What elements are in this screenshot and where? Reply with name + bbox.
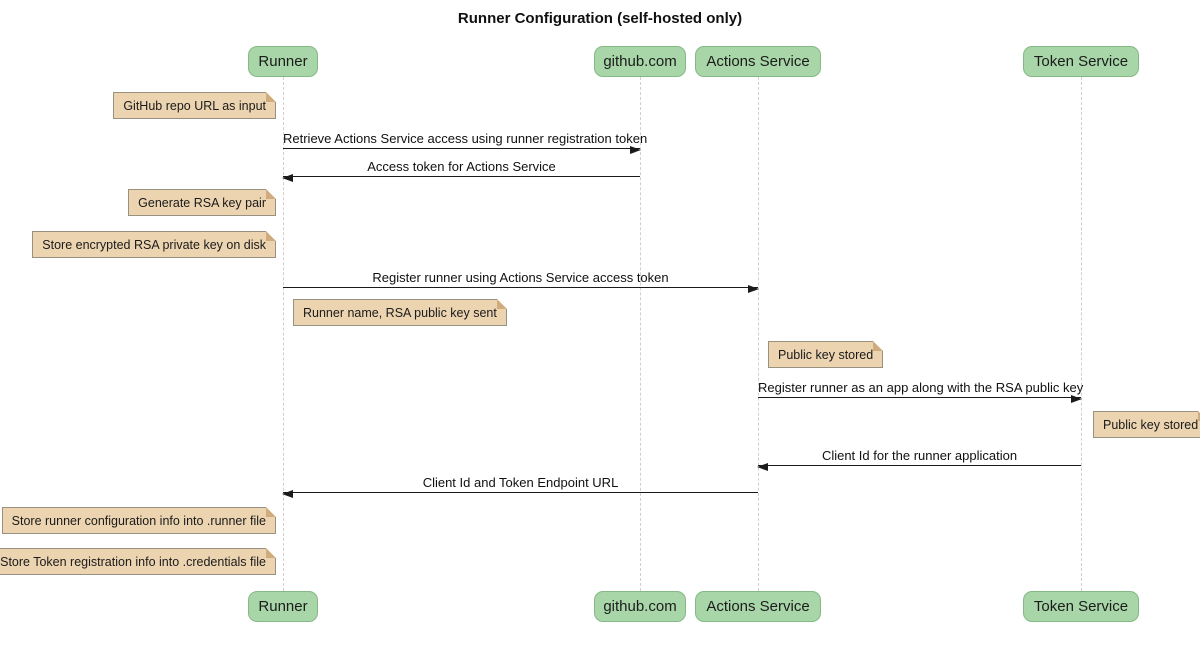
arrowhead-left-icon	[282, 173, 293, 182]
message-register-runner: Register runner using Actions Service ac…	[283, 270, 759, 293]
message-line	[283, 287, 758, 288]
participant-label: Actions Service	[706, 53, 810, 70]
lifeline-token-service	[1081, 77, 1082, 591]
lifeline-actions-service	[758, 77, 759, 591]
lifeline-runner	[283, 77, 284, 591]
note-store-rsa-key: Store encrypted RSA private key on disk	[32, 231, 276, 258]
note-github-repo-url: GitHub repo URL as input	[113, 92, 276, 119]
arrowhead-left-icon	[282, 489, 293, 498]
participant-label: Token Service	[1033, 53, 1129, 70]
note-public-key-stored-token: Public key stored	[1093, 411, 1200, 438]
arrowhead-right-icon	[1071, 394, 1082, 403]
participant-top-token-service: Token Service	[1023, 46, 1139, 77]
participant-label: Token Service	[1033, 598, 1129, 615]
message-label: Client Id and Token Endpoint URL	[422, 475, 619, 490]
message-line	[758, 465, 1081, 466]
note-generate-rsa-key: Generate RSA key pair	[128, 189, 276, 216]
participant-top-actions-service: Actions Service	[695, 46, 821, 77]
arrowhead-right-icon	[630, 145, 641, 154]
message-access-token: Access token for Actions Service	[282, 159, 640, 182]
participant-bottom-actions-service: Actions Service	[695, 591, 821, 622]
message-line	[758, 397, 1081, 398]
participant-label: Runner	[258, 598, 308, 615]
message-line	[283, 492, 758, 493]
participant-bottom-token-service: Token Service	[1023, 591, 1139, 622]
message-retrieve-actions-access: Retrieve Actions Service access using ru…	[283, 131, 648, 154]
lifeline-github	[640, 77, 641, 591]
participant-label: Runner	[258, 53, 308, 70]
message-label: Retrieve Actions Service access using ru…	[283, 131, 648, 146]
message-label: Client Id for the runner application	[821, 448, 1018, 463]
message-client-id-endpoint: Client Id and Token Endpoint URL	[282, 475, 758, 498]
message-line	[283, 148, 640, 149]
note-store-runner-file: Store runner configuration info into .ru…	[1, 507, 277, 534]
note-runner-name-sent: Runner name, RSA public key sent	[293, 299, 507, 326]
participant-label: github.com	[603, 598, 677, 615]
participant-bottom-runner: Runner	[248, 591, 318, 622]
message-label: Access token for Actions Service	[367, 159, 556, 174]
note-public-key-stored-actions: Public key stored	[768, 341, 884, 368]
message-label: Register runner using Actions Service ac…	[372, 270, 669, 285]
message-register-runner-app: Register runner as an app along with the…	[758, 380, 1084, 403]
diagram-title: Runner Configuration (self-hosted only)	[457, 10, 743, 27]
participant-bottom-github: github.com	[594, 591, 686, 622]
participant-label: Actions Service	[706, 598, 810, 615]
message-line	[283, 176, 640, 177]
note-store-credentials-file: Store Token registration info into .cred…	[0, 548, 276, 575]
message-client-id: Client Id for the runner application	[757, 448, 1081, 471]
participant-top-github: github.com	[594, 46, 686, 77]
arrowhead-right-icon	[748, 284, 759, 293]
participant-label: github.com	[603, 53, 677, 70]
message-label: Register runner as an app along with the…	[758, 380, 1084, 395]
arrowhead-left-icon	[757, 462, 768, 471]
participant-top-runner: Runner	[248, 46, 318, 77]
